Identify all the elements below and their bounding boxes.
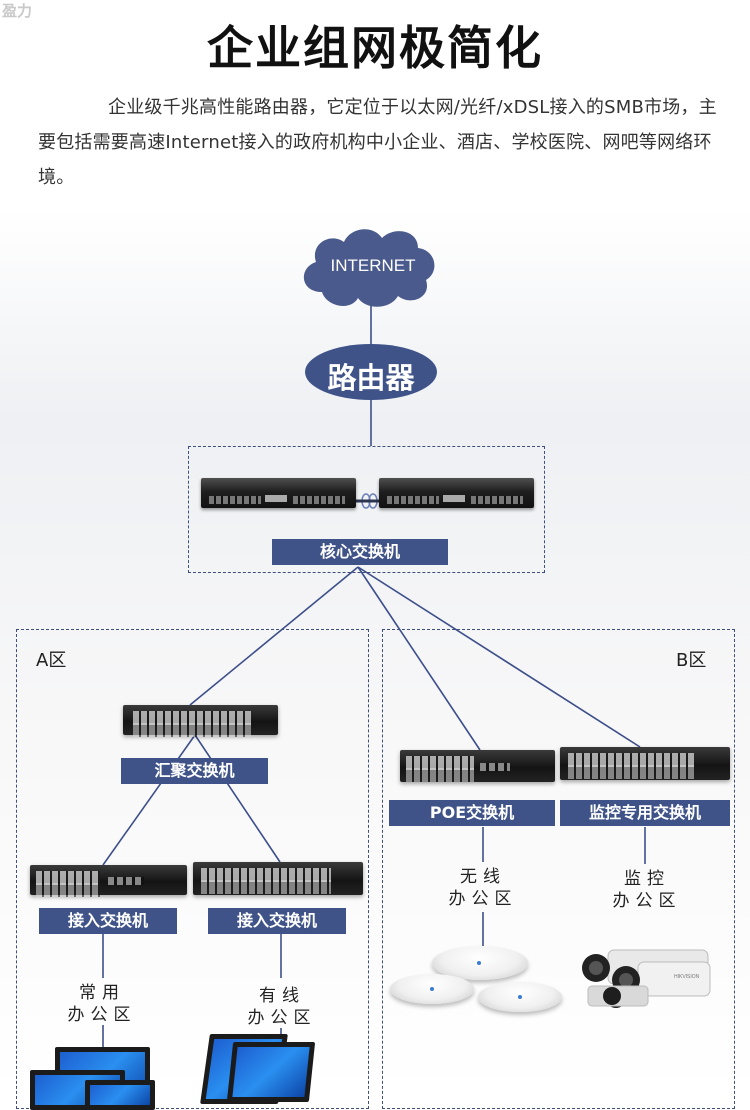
wireless-office-line1: 无线 <box>460 867 506 887</box>
access-switch-1 <box>30 865 187 897</box>
common-office-line1: 常用 <box>79 983 125 1003</box>
wired-office-line2: 办公区 <box>247 1008 317 1028</box>
page-title: 企业组网极简化 <box>207 21 543 75</box>
monitor-office-line1: 监控 <box>624 869 670 889</box>
surveillance-camera-icon: HIKVISION <box>582 949 711 1008</box>
core-switch-label: 核心交换机 <box>272 539 448 565</box>
poe-switch-label: POE交换机 <box>389 800 555 826</box>
monitor-office-line2: 办公区 <box>612 891 682 911</box>
router-label: 路由器 <box>327 361 415 395</box>
access-switch-2-label: 接入交换机 <box>208 908 346 934</box>
aggregation-switch <box>123 705 278 737</box>
router-node <box>305 344 437 400</box>
wired-office-label: 有线 办公区 <box>232 985 332 1029</box>
monitor-switch-label: 监控专用交换机 <box>560 800 730 826</box>
core-switch-2 <box>379 478 534 508</box>
poe-switch <box>400 750 555 782</box>
camera-brand-text: HIKVISION <box>674 974 700 980</box>
zone-b-label: B区 <box>676 650 707 671</box>
wireless-ap-icon-3 <box>478 982 562 1012</box>
watermark-logo: 盈力 <box>2 2 33 20</box>
internet-cloud-label: INTERNET <box>330 256 416 275</box>
link-core-poe <box>357 566 481 751</box>
tablet-icon-2 <box>226 1042 316 1102</box>
wired-office-line1: 有线 <box>259 986 305 1006</box>
wireless-office-line2: 办公区 <box>448 889 518 909</box>
link-core-monitor-switch <box>357 566 641 748</box>
monitor-switch <box>560 747 730 780</box>
wireless-office-label: 无线 办公区 <box>433 866 533 910</box>
common-office-line2: 办公区 <box>67 1005 137 1025</box>
intro-paragraph: 企业级千兆高性能路由器，它定位于以太网/光纤/xDSL接入的SMB市场，主要包括… <box>38 97 717 188</box>
link-aggregation-access2 <box>194 734 281 863</box>
core-switch-group <box>188 446 545 573</box>
desktop-monitor-icon-3 <box>85 1080 155 1110</box>
link-aggregation-access1 <box>102 734 196 866</box>
common-office-label: 常用 办公区 <box>52 982 152 1026</box>
link-core-aggregation <box>189 566 359 706</box>
wireless-ap-icon-2 <box>390 974 474 1004</box>
monitor-office-label: 监控 办公区 <box>597 868 697 912</box>
access-switch-1-label: 接入交换机 <box>39 908 177 934</box>
internet-cloud-icon <box>303 229 435 307</box>
core-switch-1 <box>201 478 356 508</box>
access-switch-2 <box>193 862 363 895</box>
zone-a-label: A区 <box>36 650 67 671</box>
aggregation-switch-label: 汇聚交换机 <box>121 758 268 784</box>
